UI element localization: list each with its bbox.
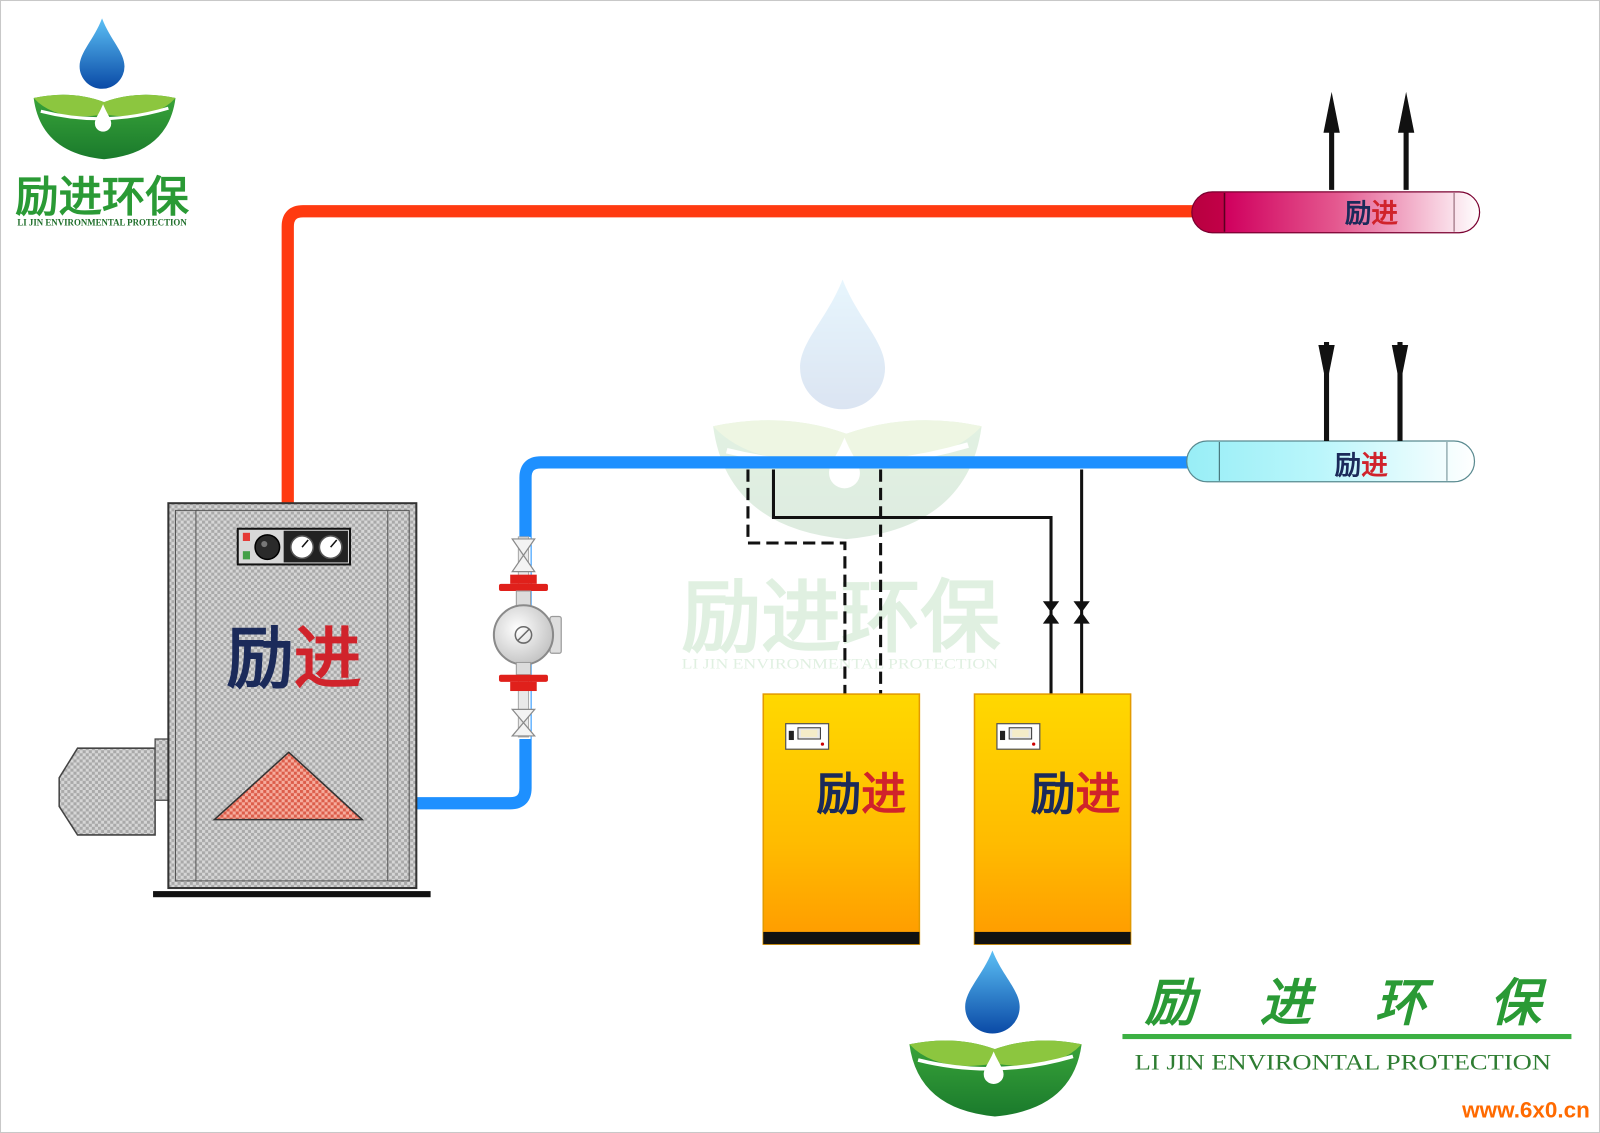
logo-top-subtitle: LI JIN ENVIRONMENTAL PROTECTION xyxy=(17,218,187,228)
circulation-pump-icon xyxy=(492,604,562,666)
watermark-subtitle: LI JIN ENVIRONMENTAL PROTECTION xyxy=(682,657,998,673)
red-indicator-light xyxy=(242,532,250,541)
circulation-pump-assembly xyxy=(492,536,562,740)
watermark-name: 励进环保 xyxy=(682,571,1002,664)
arrow-up-icon xyxy=(1323,91,1340,190)
unit-1-branch-lines xyxy=(746,469,883,695)
boiler-brand: 励进 xyxy=(227,619,362,698)
logo-top-name: 励进环保 xyxy=(15,172,190,222)
burner xyxy=(58,738,169,836)
arrow-up-icon xyxy=(1397,91,1415,190)
return-inlet-arrows xyxy=(1318,341,1409,441)
unit-control-panel xyxy=(996,723,1041,750)
supply-manifold: 励进 xyxy=(1191,191,1481,234)
company-logo-top: 励进环保 LI JIN ENVIRONMENTAL PROTECTION xyxy=(15,17,190,228)
flame-window-icon xyxy=(212,751,365,821)
logo-bottom-subtitle: LI JIN ENVIRONTAL PROTECTION xyxy=(1135,1050,1551,1075)
supply-outlet-arrows xyxy=(1323,91,1415,190)
arrow-down-icon xyxy=(1318,341,1335,441)
unit-control-panel xyxy=(785,723,830,750)
watermark: 励进环保 LI JIN ENVIRONMENTAL PROTECTION xyxy=(682,280,1002,673)
pressure-gauge-icon xyxy=(290,535,315,560)
valve-icon xyxy=(510,708,537,737)
valve-icon xyxy=(1073,601,1090,624)
supply-pipe xyxy=(281,205,1207,504)
green-indicator-light xyxy=(242,551,250,560)
site-url: www.6x0.cn xyxy=(1461,1098,1590,1123)
arrow-down-icon xyxy=(1391,341,1409,441)
valve-icon xyxy=(511,538,536,573)
supply-manifold-brand: 励进 xyxy=(1345,199,1399,230)
return-manifold-brand: 励进 xyxy=(1335,451,1389,482)
knob-icon xyxy=(254,534,281,561)
boiler: 励进 xyxy=(58,502,431,898)
valve-icon xyxy=(1042,601,1060,624)
heating-unit-2: 励进 xyxy=(973,693,1132,945)
return-manifold: 励进 xyxy=(1186,440,1476,483)
boiler-control-panel xyxy=(236,527,352,566)
heating-unit-1: 励进 xyxy=(762,693,921,945)
unit-1-brand: 励进 xyxy=(816,767,906,820)
unit-2-brand: 励进 xyxy=(1031,767,1121,820)
boiler-base xyxy=(153,891,431,898)
logo-divider xyxy=(1122,1033,1572,1040)
temperature-gauge-icon xyxy=(318,535,343,560)
